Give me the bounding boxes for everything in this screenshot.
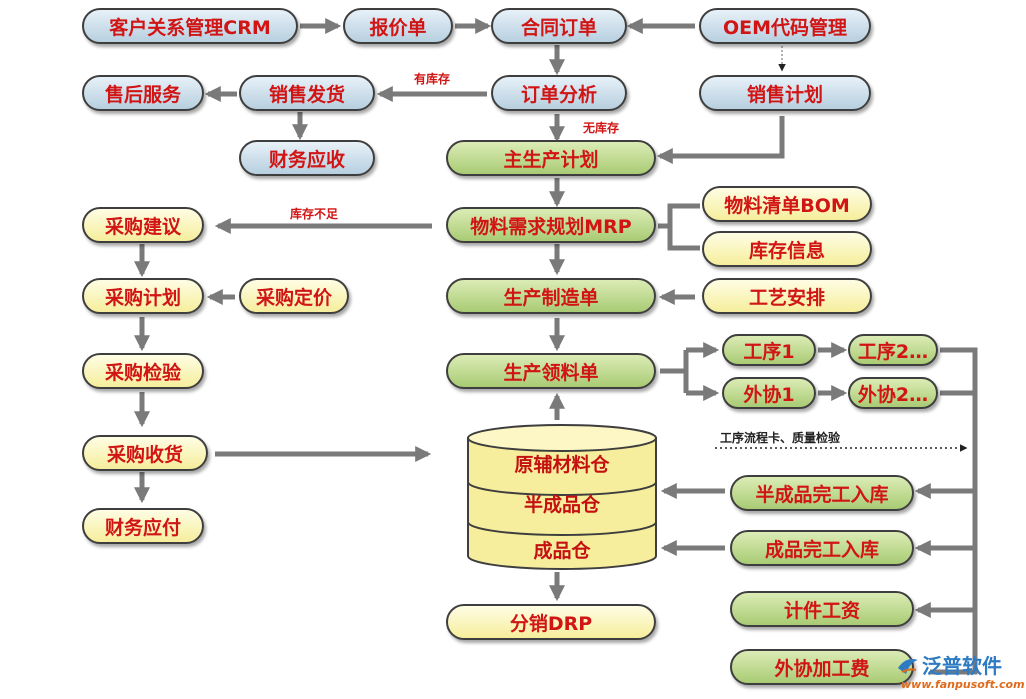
node-finished-inbound: 成品完工入库 xyxy=(730,530,914,566)
node-master-plan: 主生产计划 xyxy=(446,140,656,176)
node-quote: 报价单 xyxy=(343,8,453,44)
node-piece-wage: 计件工资 xyxy=(730,591,914,627)
node-purchase-inspection: 采购检验 xyxy=(82,353,204,389)
node-outsourcing-fee: 外协加工费 xyxy=(730,649,914,685)
node-finance-payable: 财务应付 xyxy=(82,508,204,544)
connector-bom-to-mrp xyxy=(658,203,700,251)
edge-label-process-card: 工序流程卡、质量检验 xyxy=(720,431,841,445)
node-sales-plan: 销售计划 xyxy=(699,75,871,111)
node-purchase-plan: 采购计划 xyxy=(82,278,204,314)
edge-label-insufficient-stock: 库存不足 xyxy=(290,207,339,221)
node-material-requisition: 生产领料单 xyxy=(446,353,656,389)
node-purchase-suggestion: 采购建议 xyxy=(82,207,204,243)
node-distribution: 分销DRP xyxy=(446,604,656,640)
warehouse-raw-material: 原辅材料仓 xyxy=(514,453,610,476)
node-inventory-info: 库存信息 xyxy=(702,231,872,267)
node-process-arrangement: 工艺安排 xyxy=(702,278,872,314)
warehouse-semi-finished: 半成品仓 xyxy=(523,493,600,516)
watermark-brand: 泛普软件 xyxy=(922,654,1002,678)
node-finance-receivable: 财务应收 xyxy=(239,140,375,176)
edge-label-out-of-stock: 无库存 xyxy=(583,121,620,135)
arrow-salesplan-to-masterplan xyxy=(656,116,785,165)
edge-label-in-stock: 有库存 xyxy=(414,72,451,86)
node-contract: 合同订单 xyxy=(491,8,627,44)
node-semi-finished-inbound: 半成品完工入库 xyxy=(730,475,914,511)
node-purchase-receipt: 采购收货 xyxy=(82,435,208,471)
node-purchase-pricing: 采购定价 xyxy=(239,278,349,314)
connector-requisition-split xyxy=(660,350,689,393)
node-production-order: 生产制造单 xyxy=(446,278,656,314)
node-process-2: 工序2… xyxy=(848,334,938,366)
warehouse-finished: 成品仓 xyxy=(533,539,591,562)
watermark-logo-icon xyxy=(896,654,920,676)
node-oem: OEM代码管理 xyxy=(699,8,871,44)
node-bom: 物料清单BOM xyxy=(702,186,872,222)
node-process-1: 工序1 xyxy=(722,334,816,366)
bus-right-vertical xyxy=(930,347,978,675)
watermark-url: www.fanpusoft.com xyxy=(901,678,1025,691)
node-outsource-2: 外协2… xyxy=(848,377,938,409)
node-after-sales: 售后服务 xyxy=(82,75,204,111)
warehouse-cylinder xyxy=(467,424,657,570)
node-order-analysis: 订单分析 xyxy=(491,75,627,111)
node-outsource-1: 外协1 xyxy=(722,377,816,409)
node-mrp: 物料需求规划MRP xyxy=(446,207,656,243)
node-sales-delivery: 销售发货 xyxy=(239,75,375,111)
node-crm: 客户关系管理CRM xyxy=(82,8,298,44)
